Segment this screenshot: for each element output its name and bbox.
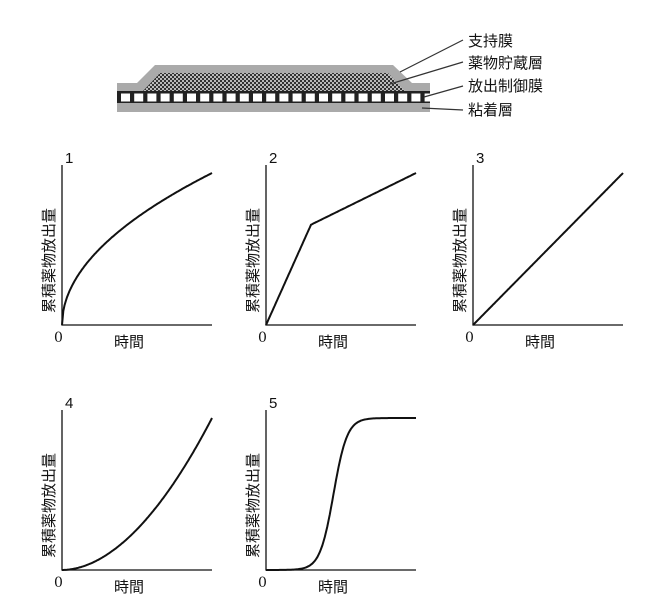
release-curve xyxy=(266,417,416,571)
release-curve xyxy=(265,172,417,326)
chart-panel-4: 4 0 時間 累積薬物放出量 xyxy=(40,395,213,596)
membrane-pore xyxy=(398,93,408,102)
membrane-pore xyxy=(187,93,196,102)
origin-label: 0 xyxy=(465,330,474,346)
membrane-pore xyxy=(160,93,170,102)
x-axis-label: 時間 xyxy=(525,333,555,351)
membrane-pore xyxy=(239,93,249,102)
membrane-pore xyxy=(226,93,236,102)
release-curve xyxy=(61,172,213,326)
release-curve xyxy=(62,417,213,571)
x-axis-label: 時間 xyxy=(318,578,348,596)
axes xyxy=(61,165,212,326)
membrane-pore xyxy=(134,93,144,102)
membrane-pore xyxy=(319,93,328,102)
membrane-pore xyxy=(411,93,421,102)
release-curve xyxy=(472,172,624,326)
adhesive-layer xyxy=(117,103,430,112)
membrane-pore xyxy=(358,93,368,102)
membrane-pore xyxy=(424,93,434,102)
origin-label: 0 xyxy=(258,330,267,346)
panel-number: 4 xyxy=(65,395,73,412)
drug-reservoir-layer xyxy=(143,73,405,91)
membrane-pore xyxy=(345,93,355,102)
membrane-pore xyxy=(147,93,157,102)
membrane-pore xyxy=(332,93,342,102)
axes xyxy=(265,410,416,571)
patch-cross-section: 支持膜 薬物貯蔵層 放出制御膜 粘着層 xyxy=(117,32,543,119)
x-axis-label: 時間 xyxy=(114,578,144,596)
x-axis-label: 時間 xyxy=(318,333,348,351)
y-axis-label: 累積薬物放出量 xyxy=(451,208,469,313)
x-axis-label: 時間 xyxy=(114,333,144,351)
membrane-pore xyxy=(385,93,394,102)
panel-number: 2 xyxy=(269,150,277,167)
origin-label: 0 xyxy=(258,575,267,591)
membrane-pore xyxy=(173,93,183,102)
leader-lines xyxy=(389,39,464,111)
chart-panel-2: 2 0 時間 累積薬物放出量 xyxy=(244,150,417,351)
panel-number: 3 xyxy=(476,150,484,167)
label-adhesive-layer: 粘着層 xyxy=(468,101,513,119)
membrane-pore xyxy=(213,93,223,102)
label-release-control-membrane: 放出制御膜 xyxy=(468,77,543,95)
axes xyxy=(265,165,416,326)
panel-number: 5 xyxy=(269,395,277,412)
y-axis-label: 累積薬物放出量 xyxy=(244,453,262,558)
chart-panel-5: 5 0 時間 累積薬物放出量 xyxy=(244,395,416,596)
membrane-pore xyxy=(121,93,130,102)
membrane-pore xyxy=(279,93,289,102)
y-axis-label: 累積薬物放出量 xyxy=(40,453,58,558)
panel-number: 1 xyxy=(65,150,73,167)
membrane-pore xyxy=(305,93,315,102)
origin-label: 0 xyxy=(54,330,63,346)
membrane-pore xyxy=(253,93,262,102)
membrane-pore xyxy=(371,93,381,102)
y-axis-label: 累積薬物放出量 xyxy=(244,208,262,313)
y-axis-label: 累積薬物放出量 xyxy=(40,208,58,313)
label-support-membrane: 支持膜 xyxy=(468,32,513,50)
label-drug-reservoir: 薬物貯蔵層 xyxy=(468,54,543,72)
membrane-pore xyxy=(200,93,210,102)
axes xyxy=(61,410,212,571)
membrane-pore xyxy=(266,93,276,102)
origin-label: 0 xyxy=(54,575,63,591)
membrane-pore xyxy=(292,93,302,102)
chart-panel-3: 3 0 時間 累積薬物放出量 xyxy=(451,150,624,351)
chart-panel-1: 1 0 時間 累積薬物放出量 xyxy=(40,150,213,351)
